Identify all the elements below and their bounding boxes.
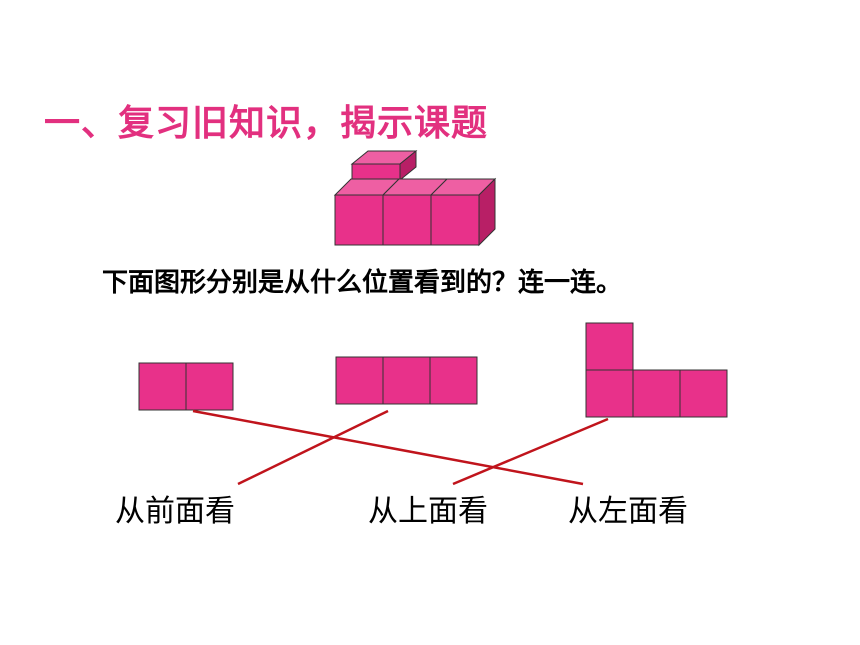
question-text: 下面图形分别是从什么位置看到的？连一连。 <box>102 268 623 298</box>
connector-line-three-squares-to-front <box>237 409 389 486</box>
connector-line-two-squares-to-left <box>192 409 584 486</box>
cube-model-back-row <box>350 149 418 182</box>
view-l-shape <box>585 322 728 418</box>
view-two-squares <box>138 362 234 411</box>
lesson-heading: 一、复习旧知识，揭示课题 <box>44 103 489 144</box>
label-from-left: 从左面看 <box>568 494 688 529</box>
label-from-front: 从前面看 <box>115 494 235 529</box>
cube-model-front-row <box>333 177 497 247</box>
connector-line-l-shape-to-top <box>452 417 609 486</box>
view-three-squares <box>335 356 478 405</box>
label-from-top: 从上面看 <box>368 494 488 529</box>
